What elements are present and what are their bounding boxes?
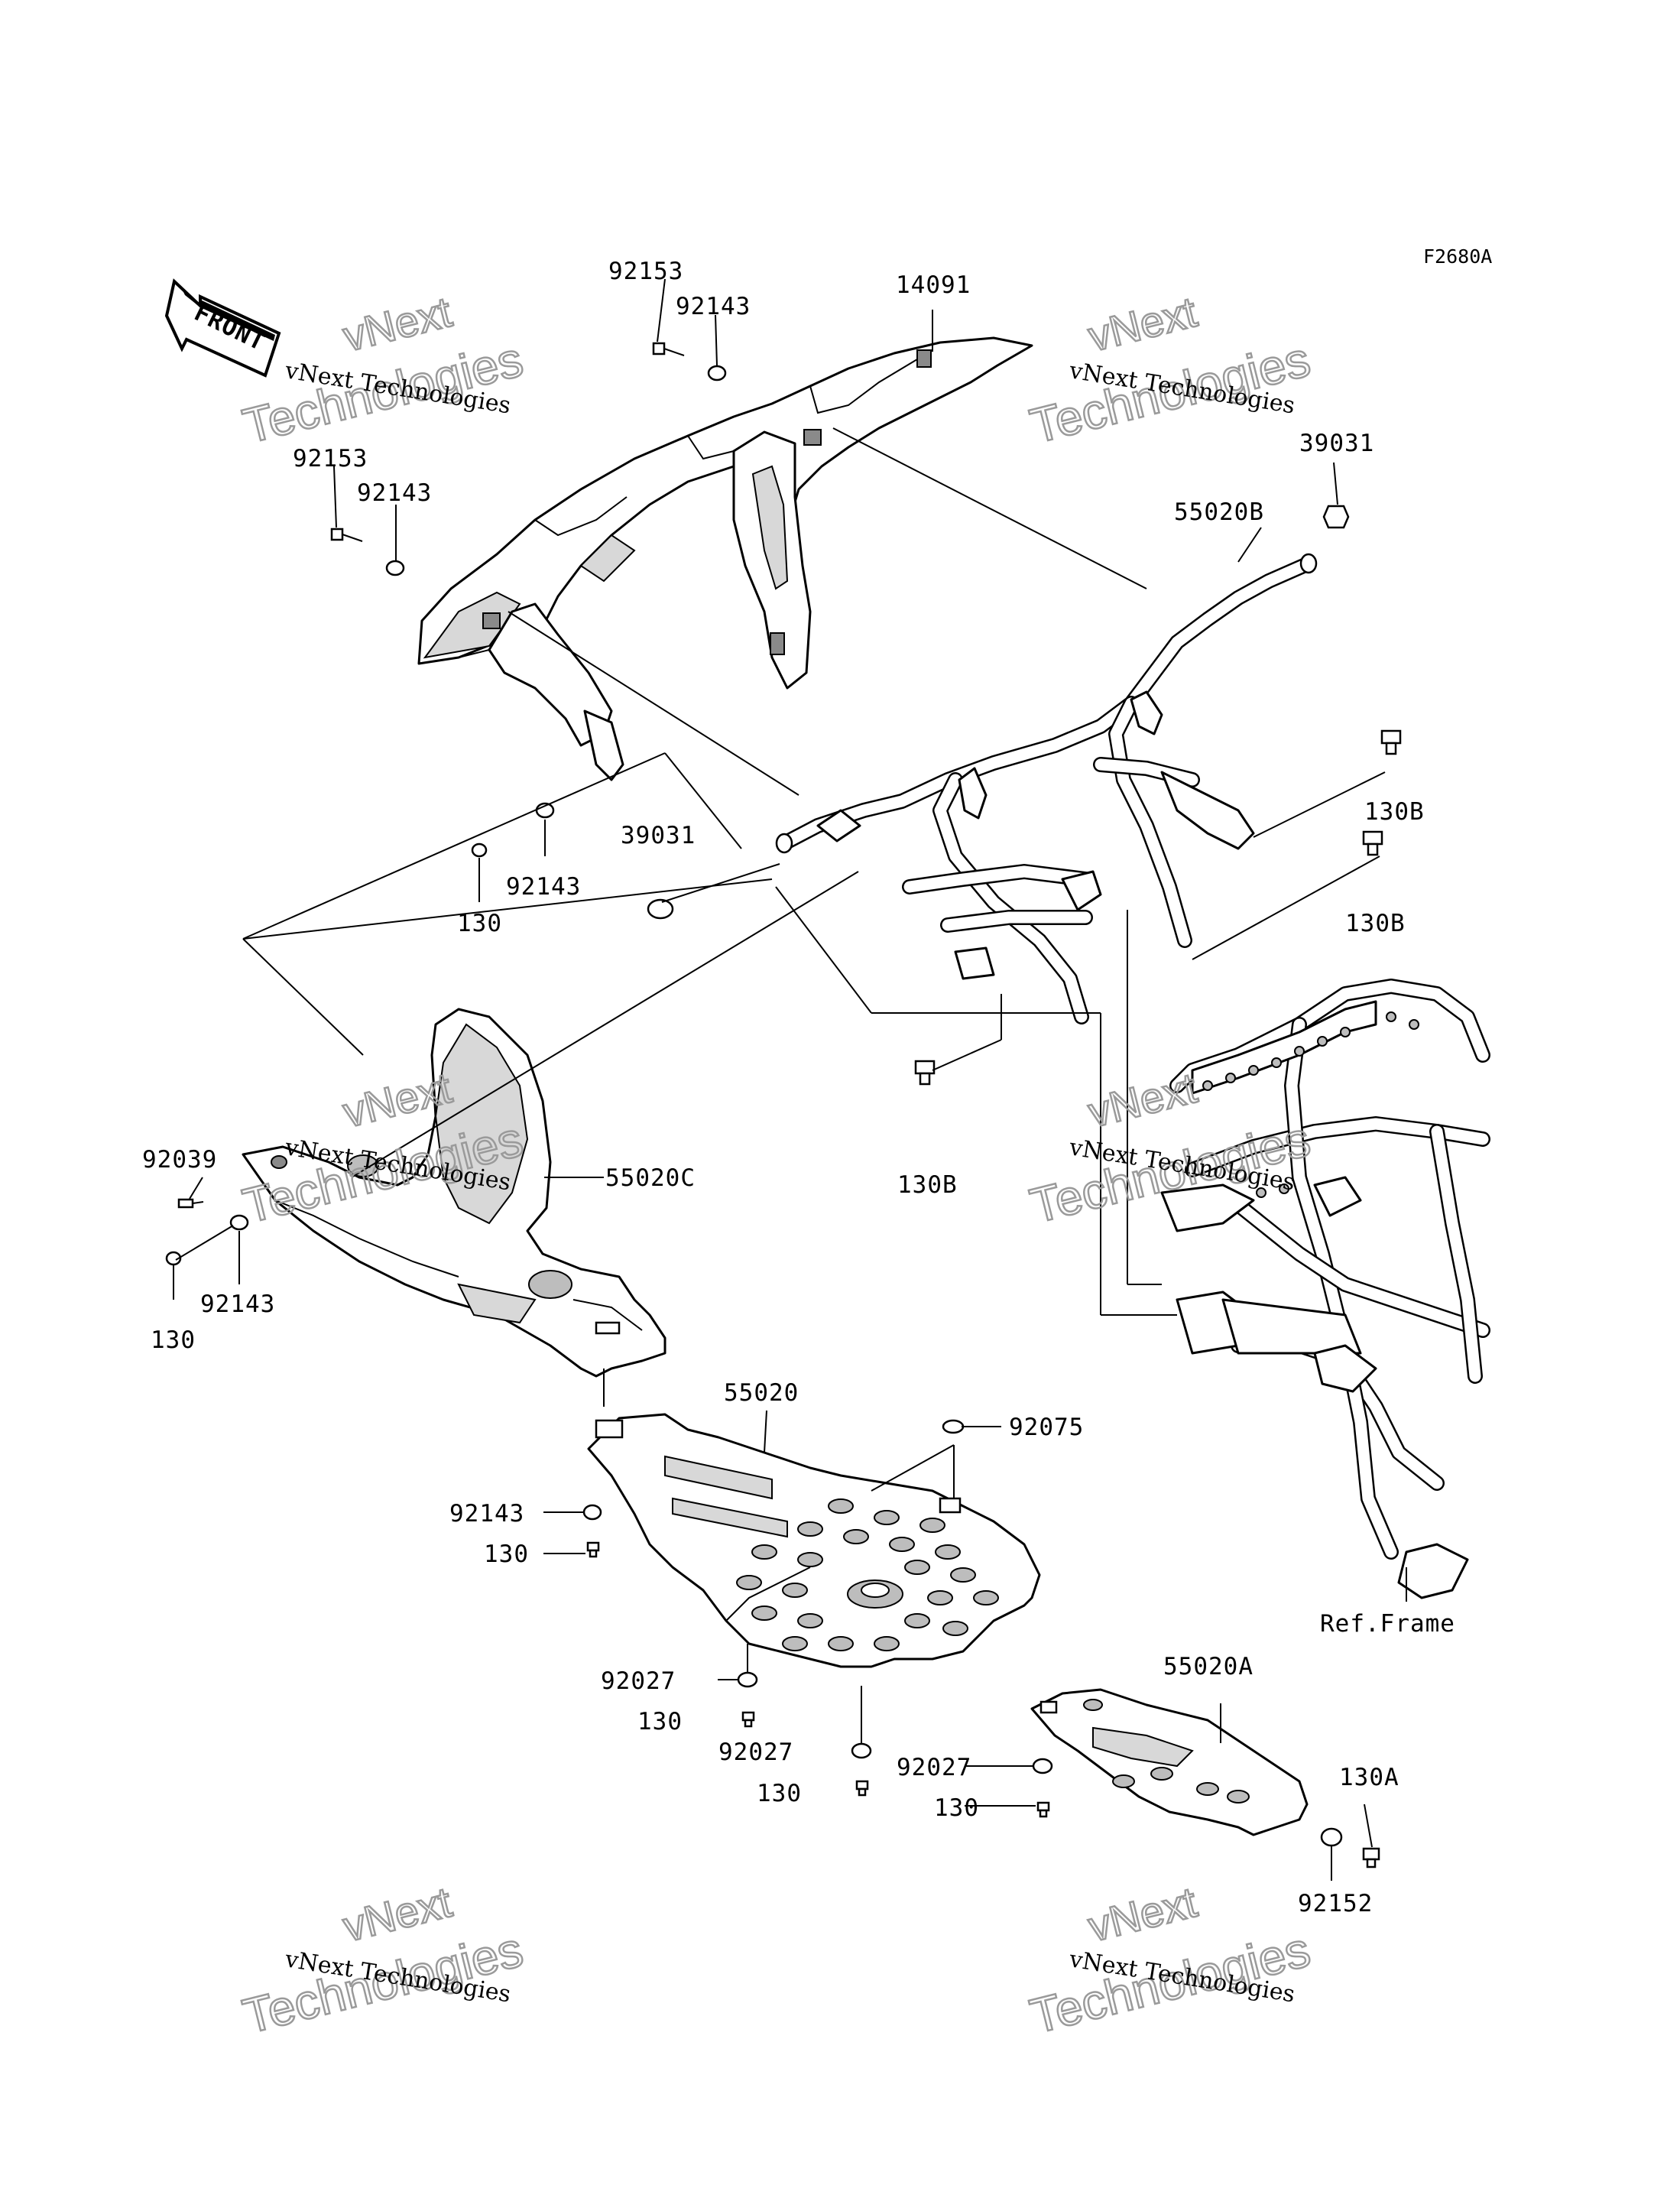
label-130-a: 130 bbox=[637, 1708, 683, 1735]
svg-text:vNext: vNext bbox=[1084, 1878, 1202, 1951]
bolt-92153-top bbox=[652, 342, 666, 356]
label-14091: 14091 bbox=[896, 271, 971, 299]
side-guard-55020C bbox=[242, 1008, 666, 1378]
label-130-b: 130 bbox=[757, 1780, 802, 1807]
label-92039: 92039 bbox=[142, 1146, 217, 1174]
bolt-92039 bbox=[177, 1198, 204, 1209]
front-guard-14091 bbox=[417, 336, 1033, 781]
label-92027-c: 92027 bbox=[897, 1754, 971, 1781]
svg-text:vNext: vNext bbox=[1084, 287, 1202, 361]
bolt-130-b bbox=[855, 1780, 869, 1797]
skid-plate-55020 bbox=[587, 1413, 1041, 1668]
skid-plate-hole bbox=[904, 1560, 930, 1575]
watermark-bottom-right: vNext Technologies vNext Technologies bbox=[1024, 1877, 1316, 2045]
label-39031-right: 39031 bbox=[1299, 430, 1374, 457]
skid-plate-55020A bbox=[1030, 1688, 1309, 1836]
skid-plate-hole bbox=[751, 1544, 777, 1560]
skid-plate-hole bbox=[797, 1613, 823, 1628]
label-92143-plate: 92143 bbox=[449, 1500, 524, 1528]
washer-92143-lower bbox=[229, 1214, 249, 1231]
label-130-c: 130 bbox=[934, 1794, 979, 1822]
skid-plate-hole bbox=[927, 1590, 953, 1605]
bolt-130-lower bbox=[165, 1251, 182, 1266]
label-130-mid: 130 bbox=[457, 910, 502, 937]
washer-92143-left bbox=[385, 560, 405, 576]
skid-plate-hole bbox=[797, 1521, 823, 1537]
washer-92143-top bbox=[707, 365, 727, 381]
skid-plate-hole bbox=[935, 1544, 961, 1560]
skid-plate-hole bbox=[889, 1537, 915, 1552]
label-55020A: 55020A bbox=[1163, 1653, 1254, 1680]
label-92143-lower: 92143 bbox=[200, 1291, 275, 1318]
grommet-92027-a bbox=[737, 1671, 758, 1688]
watermark-bottom-left: vNext Technologies vNext Technologies bbox=[237, 1877, 529, 2045]
skid-plate-hole bbox=[782, 1583, 808, 1598]
label-92143-mid: 92143 bbox=[506, 873, 581, 901]
skid-plate-hole bbox=[950, 1567, 976, 1583]
label-92153-left: 92153 bbox=[293, 445, 368, 472]
label-92143-left: 92143 bbox=[357, 479, 432, 507]
label-92153-top: 92153 bbox=[608, 258, 683, 285]
guard-bar-55020B bbox=[775, 553, 1318, 1024]
skid-plate-hole bbox=[782, 1636, 808, 1651]
front-arrow-icon: FRONT bbox=[164, 278, 281, 378]
skid-plate-hole bbox=[736, 1575, 762, 1590]
label-92075: 92075 bbox=[1009, 1414, 1084, 1441]
skid-plate-hole bbox=[919, 1518, 945, 1533]
label-92143-top: 92143 bbox=[676, 293, 751, 320]
label-130B-3: 130B bbox=[897, 1171, 958, 1199]
bolt-130-a bbox=[741, 1711, 755, 1728]
bolt-130-mid bbox=[471, 843, 488, 858]
cap-39031-right bbox=[1322, 505, 1350, 529]
washer-92152 bbox=[1320, 1827, 1343, 1847]
bolt-130B-1 bbox=[1380, 729, 1402, 755]
label-ref-frame: Ref.Frame bbox=[1320, 1610, 1455, 1638]
cap-39031-mid bbox=[647, 898, 674, 920]
label-55020B: 55020B bbox=[1174, 498, 1264, 526]
watermark-top-left: vNext Technologies vNext Technologies bbox=[237, 287, 529, 455]
bolt-130-plate bbox=[586, 1541, 600, 1558]
figure-code: F2680A bbox=[1423, 245, 1492, 268]
hardware bbox=[165, 342, 1402, 1868]
label-55020C: 55020C bbox=[605, 1164, 696, 1192]
label-130B-2: 130B bbox=[1345, 910, 1406, 937]
label-92027-a: 92027 bbox=[601, 1667, 676, 1695]
skid-plate-hole bbox=[843, 1529, 869, 1544]
label-92027-b: 92027 bbox=[718, 1739, 793, 1766]
watermark-top-right: vNext Technologies vNext Technologies bbox=[1024, 287, 1316, 455]
skid-plate-hole bbox=[904, 1613, 930, 1628]
skid-plate-hole bbox=[751, 1605, 777, 1621]
label-130-plate: 130 bbox=[484, 1541, 529, 1568]
washer-92143-plate bbox=[582, 1504, 602, 1521]
bolt-130A bbox=[1362, 1847, 1380, 1868]
label-92152: 92152 bbox=[1298, 1890, 1373, 1917]
frame-reference bbox=[1160, 979, 1490, 1599]
label-130-lower: 130 bbox=[151, 1326, 196, 1354]
skid-plate-hole bbox=[828, 1498, 854, 1514]
bolt-130B-2 bbox=[1362, 830, 1383, 856]
skid-plate-holes bbox=[736, 1498, 999, 1651]
grommet-92027-b bbox=[851, 1742, 872, 1759]
label-55020: 55020 bbox=[724, 1379, 799, 1407]
grommet-92027-c bbox=[1032, 1758, 1053, 1774]
label-39031-mid: 39031 bbox=[621, 822, 696, 849]
label-130B-1: 130B bbox=[1364, 798, 1425, 826]
skid-plate-hole bbox=[797, 1552, 823, 1567]
skid-plate-hole bbox=[942, 1621, 968, 1636]
skid-plate-hole bbox=[973, 1590, 999, 1605]
skid-plate-hole bbox=[874, 1510, 900, 1525]
skid-plate-hole bbox=[874, 1636, 900, 1651]
leader-lines bbox=[173, 278, 1407, 1881]
bolt-130B-3 bbox=[914, 1060, 936, 1086]
label-130A: 130A bbox=[1339, 1764, 1399, 1791]
plug-92075 bbox=[942, 1419, 965, 1434]
part-labels: 92153 92143 14091 92153 92143 39031 5502… bbox=[142, 258, 1455, 1917]
bolt-92153-left bbox=[330, 528, 344, 541]
skid-plate-hole bbox=[828, 1636, 854, 1651]
bolt-130-c bbox=[1036, 1801, 1050, 1818]
